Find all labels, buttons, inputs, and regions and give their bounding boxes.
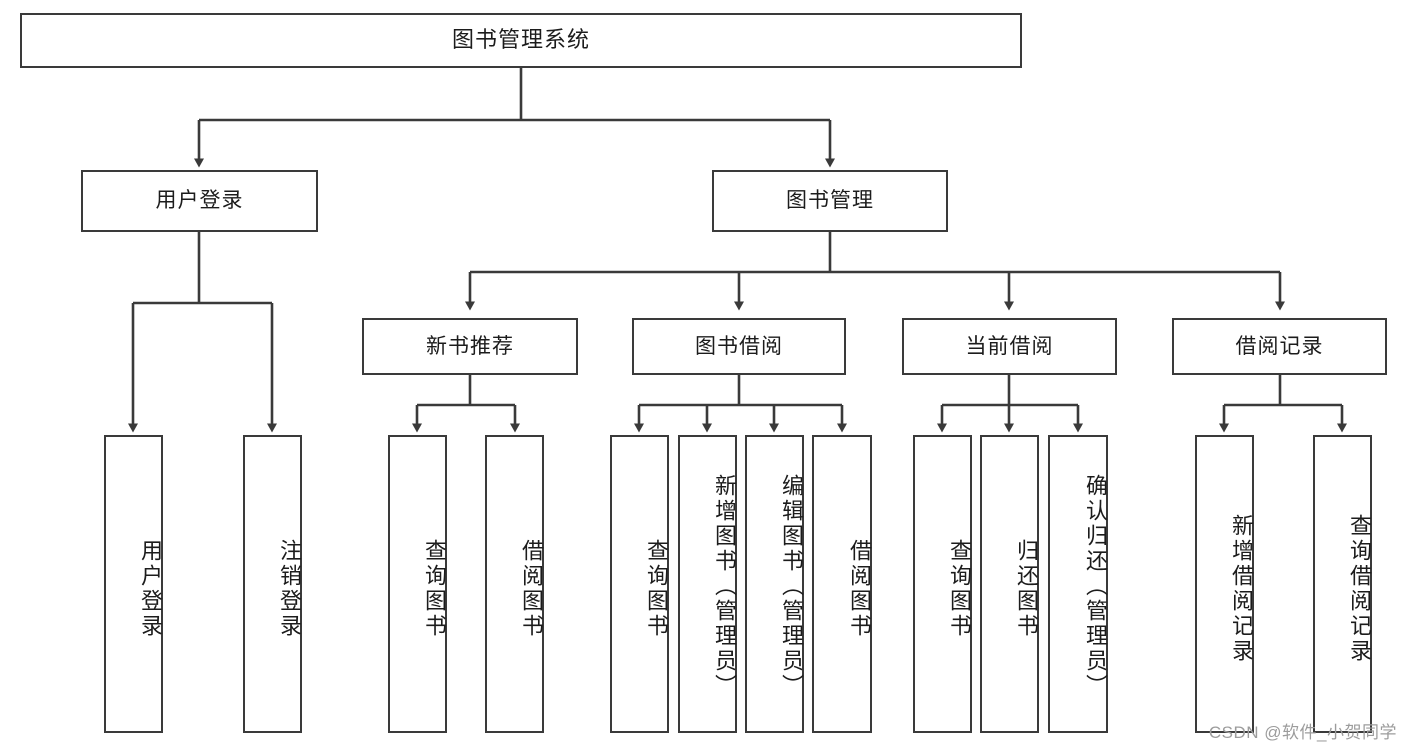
node-label: 图书管理系统 xyxy=(451,27,590,53)
node-label: 当前借阅 xyxy=(965,334,1054,358)
node-label: 借阅图书 xyxy=(519,539,544,639)
node-label: 用户登录 xyxy=(155,189,244,213)
node-label: 图书借阅 xyxy=(695,334,783,358)
node-label: 编辑图书（管理员） xyxy=(779,473,804,699)
leaf-query-book-recommend[interactable]: 查询图书 xyxy=(388,435,447,733)
leaf-query-book-current[interactable]: 查询图书 xyxy=(913,435,972,733)
node-label: 查询图书 xyxy=(422,539,447,639)
node-label: 新书推荐 xyxy=(426,334,514,358)
node-label: 注销登录 xyxy=(277,539,302,639)
leaf-user-login[interactable]: 用户登录 xyxy=(104,435,163,733)
leaf-borrow-book[interactable]: 借阅图书 xyxy=(812,435,872,733)
node-borrow-record[interactable]: 借阅记录 xyxy=(1172,318,1387,375)
node-current-borrow[interactable]: 当前借阅 xyxy=(902,318,1117,375)
leaf-add-book-admin[interactable]: 新增图书（管理员） xyxy=(678,435,737,733)
node-label: 新增图书（管理员） xyxy=(712,473,737,699)
leaf-borrow-book-recommend[interactable]: 借阅图书 xyxy=(485,435,544,733)
leaf-query-book-borrow[interactable]: 查询图书 xyxy=(610,435,669,733)
node-label: 图书管理 xyxy=(786,189,874,213)
node-book-management[interactable]: 图书管理 xyxy=(712,170,948,232)
node-label: 借阅记录 xyxy=(1235,334,1324,358)
node-label: 新增借阅记录 xyxy=(1229,514,1254,664)
node-label: 确认归还（管理员） xyxy=(1083,473,1108,699)
node-book-borrow[interactable]: 图书借阅 xyxy=(632,318,846,375)
leaf-return-book[interactable]: 归还图书 xyxy=(980,435,1039,733)
leaf-logout-login[interactable]: 注销登录 xyxy=(243,435,302,733)
watermark: CSDN @软件_小贺同学 xyxy=(1208,723,1397,742)
node-label: 查询图书 xyxy=(947,539,972,639)
node-label: 查询借阅记录 xyxy=(1347,514,1372,664)
node-label: 借阅图书 xyxy=(847,539,872,639)
node-label: 归还图书 xyxy=(1014,539,1039,639)
node-label: 用户登录 xyxy=(138,539,163,639)
leaf-query-borrow-record[interactable]: 查询借阅记录 xyxy=(1313,435,1372,733)
node-user-login[interactable]: 用户登录 xyxy=(81,170,318,232)
node-new-book-recommend[interactable]: 新书推荐 xyxy=(362,318,578,375)
node-label: 查询图书 xyxy=(644,539,669,639)
node-root-book-management-system[interactable]: 图书管理系统 xyxy=(20,13,1022,68)
leaf-edit-book-admin[interactable]: 编辑图书（管理员） xyxy=(745,435,804,733)
leaf-add-borrow-record[interactable]: 新增借阅记录 xyxy=(1195,435,1254,733)
leaf-confirm-return-admin[interactable]: 确认归还（管理员） xyxy=(1048,435,1108,733)
